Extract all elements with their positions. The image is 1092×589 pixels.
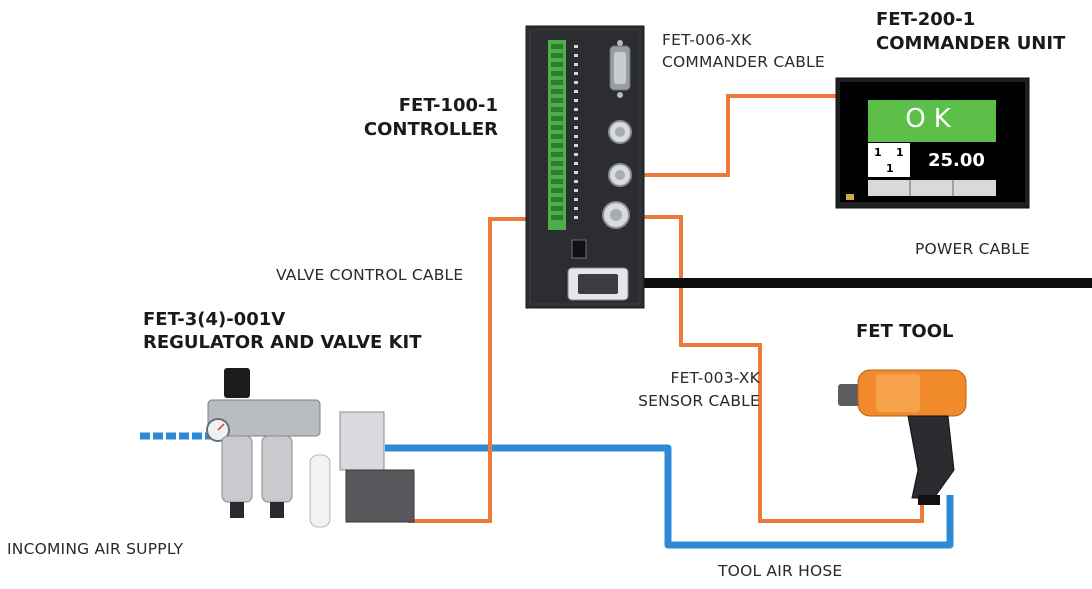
terminal-slot	[551, 197, 563, 202]
terminal-mark	[574, 81, 578, 84]
terminal-slot	[551, 161, 563, 166]
controller-unit	[525, 25, 645, 309]
commander-small-a: 1	[874, 146, 882, 159]
tool-air-hose	[385, 444, 954, 549]
terminal-slot	[551, 143, 563, 148]
commander-unit	[835, 77, 1030, 209]
sensor-cable-model: FET-003-XK	[670, 369, 760, 387]
terminal-mark	[574, 153, 578, 156]
valve-control-cable-label: VALVE CONTROL CABLE	[276, 266, 464, 284]
terminal-mark	[574, 207, 578, 210]
terminal-mark	[574, 108, 578, 111]
controller-name: CONTROLLER	[363, 119, 498, 140]
terminal-slot	[551, 44, 563, 49]
commander-torque-value: 25.00	[928, 150, 985, 171]
incoming-air-supply-label: INCOMING AIR SUPPLY	[7, 540, 184, 558]
terminal-slot	[551, 80, 563, 85]
terminal-mark	[574, 162, 578, 165]
terminal-slot	[551, 134, 563, 139]
terminal-mark	[574, 90, 578, 93]
terminal-slot	[551, 53, 563, 58]
regulator-kit-model: FET-3(4)-001V	[143, 309, 286, 330]
terminal-mark	[574, 144, 578, 147]
terminal-mark	[574, 54, 578, 57]
terminal-mark	[574, 180, 578, 183]
commander-small-b: 1	[896, 146, 904, 159]
power-cable-label: POWER CABLE	[915, 240, 1031, 258]
fet-tool	[838, 369, 967, 505]
terminal-mark	[574, 135, 578, 138]
commander-unit-model: FET-200-1	[876, 9, 976, 30]
terminal-mark	[574, 126, 578, 129]
regulator-valve-kit	[206, 368, 415, 528]
terminal-slot	[551, 89, 563, 94]
sensor-cable-name: SENSOR CABLE	[638, 392, 760, 410]
terminal-mark	[574, 45, 578, 48]
commander-unit-name: COMMANDER UNIT	[876, 33, 1066, 54]
fet-tool-label: FET TOOL	[856, 321, 954, 342]
terminal-slot	[551, 206, 563, 211]
terminal-slot	[551, 152, 563, 157]
terminal-mark	[574, 99, 578, 102]
terminal-slot	[551, 170, 563, 175]
terminal-slot	[551, 188, 563, 193]
sensor-cable	[616, 215, 924, 523]
valve-control-cable	[408, 217, 548, 523]
terminal-slot	[551, 71, 563, 76]
controller-model: FET-100-1	[398, 95, 498, 116]
terminal-mark	[574, 63, 578, 66]
terminal-slot	[551, 179, 563, 184]
tool-air-hose-label: TOOL AIR HOSE	[718, 562, 843, 580]
commander-cable-model: FET-006-XK	[662, 31, 752, 49]
terminal-slot	[551, 62, 563, 67]
terminal-mark	[574, 72, 578, 75]
terminal-slot	[551, 116, 563, 121]
terminal-block	[551, 44, 578, 220]
commander-status-ok: OK	[905, 104, 959, 134]
terminal-slot	[551, 215, 563, 220]
terminal-slot	[551, 107, 563, 112]
commander-cable-name: COMMANDER CABLE	[662, 53, 825, 71]
terminal-mark	[574, 189, 578, 192]
terminal-mark	[574, 117, 578, 120]
terminal-mark	[574, 198, 578, 201]
regulator-kit-name: REGULATOR AND VALVE KIT	[143, 332, 422, 353]
commander-small-c: 1	[886, 162, 894, 175]
terminal-mark	[574, 171, 578, 174]
terminal-mark	[574, 216, 578, 219]
terminal-slot	[551, 125, 563, 130]
commander-cable	[616, 94, 836, 177]
terminal-slot	[551, 98, 563, 103]
